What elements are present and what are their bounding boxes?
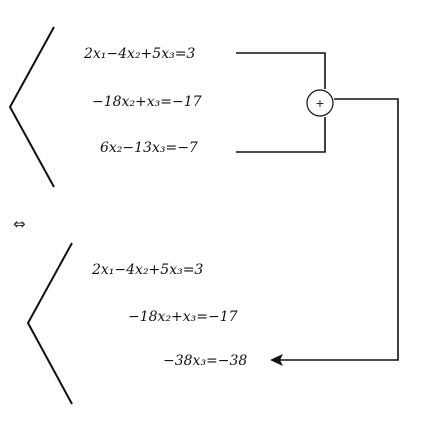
- bottom-equation-1: 2x₁−4x₂+5x₃=3: [91, 262, 203, 278]
- equivalence-symbol: ⇔: [13, 215, 26, 233]
- arrowhead-icon: [270, 354, 283, 366]
- bottom-equation-3: −38x₃=−38: [163, 353, 247, 369]
- bottom-equation-2: −18x₂+x₃=−17: [128, 309, 238, 325]
- connector-equation-3: [236, 117, 326, 153]
- bottom-system-brace: [26, 242, 73, 405]
- addition-operator: +: [306, 89, 334, 117]
- top-equation-1: 2x₁−4x₂+5x₃=3: [83, 46, 195, 62]
- top-system-brace: [8, 26, 55, 188]
- result-arrow-line: [280, 98, 399, 361]
- top-equation-3: 6x₂−13x₃=−7: [100, 140, 198, 156]
- connector-equation-1: [236, 52, 326, 89]
- plus-icon: +: [315, 97, 324, 110]
- top-equation-2: −18x₂+x₃=−17: [92, 94, 202, 110]
